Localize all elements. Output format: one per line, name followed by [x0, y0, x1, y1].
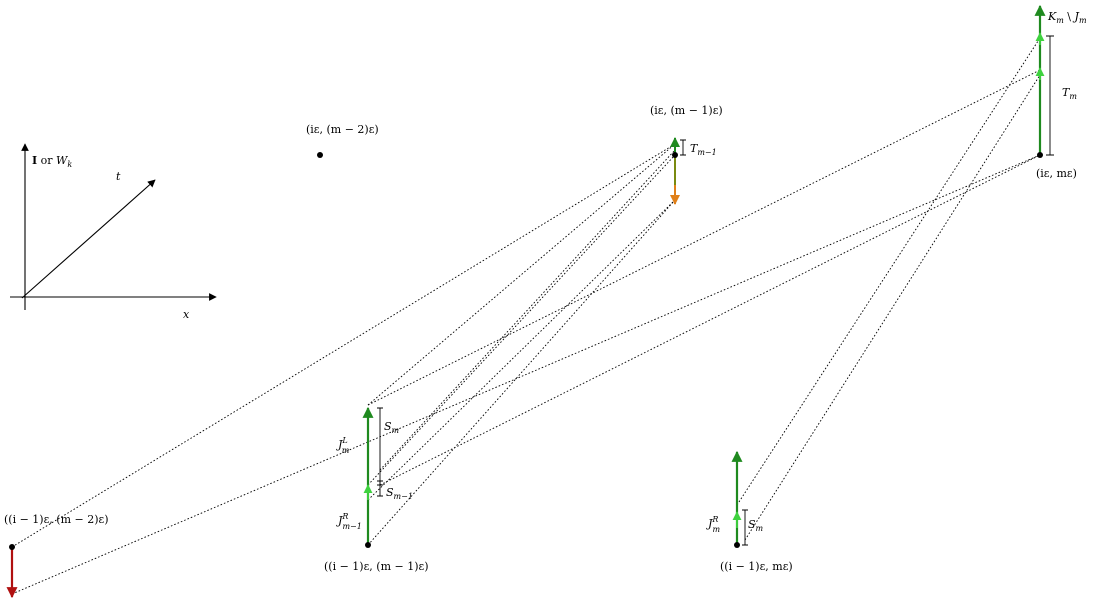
dotted-line: [11, 143, 676, 548]
t-axis-label: t: [116, 170, 121, 183]
bracket-T-m: [1046, 35, 1054, 156]
bracket-S-m-minus-1: [377, 480, 383, 497]
label-bottom-left: ((i − 1)ε, (m − 2)ε): [4, 513, 109, 526]
label-bottom-right: ((i − 1)ε, mε): [720, 560, 793, 573]
label-T-m: Tm: [1062, 86, 1077, 101]
label-K-m-minus-J-m: Km \ Jm: [1047, 10, 1087, 25]
bracket-S-m-left: [377, 407, 383, 486]
top-right-group: Tm Km \ Jm (iε, mε): [1034, 4, 1087, 180]
label-top-left: (iε, (m − 2)ε): [306, 123, 379, 136]
bracket-S-m-right: [742, 509, 748, 546]
label-T-m-minus-1: Tm−1: [690, 142, 717, 157]
dotted-lines: [11, 37, 1041, 595]
point-bottom-mid: [365, 542, 371, 548]
dotted-line: [379, 149, 676, 471]
point-top-mid: [672, 152, 678, 158]
t-axis-arrow: [21, 179, 156, 299]
dotted-line: [379, 154, 1041, 486]
label-S-m-left: Sm: [384, 420, 400, 435]
dotted-line: [736, 37, 1041, 506]
label-S-m-minus-1: Sm−1: [386, 486, 413, 501]
label-S-m-right: Sm: [748, 518, 764, 533]
axes-group: I or Wk t x: [10, 143, 217, 321]
label-bottom-mid: ((i − 1)ε, (m − 1)ε): [324, 560, 429, 573]
point-bottom-right: [734, 542, 740, 548]
point-bottom-left: [9, 544, 15, 550]
dotted-line: [367, 143, 676, 406]
dotted-line: [11, 154, 1041, 595]
bracket-T-m-minus-1: [680, 139, 686, 156]
label-top-right: (iε, mε): [1036, 167, 1077, 180]
dotted-line: [744, 74, 1041, 541]
top-mid-group: Tm−1 (iε, (m − 1)ε): [650, 104, 723, 205]
dotted-line: [367, 199, 676, 546]
dotted-line: [367, 154, 676, 486]
point-top-right: [1037, 152, 1043, 158]
dotted-line: [367, 69, 1041, 406]
dotted-line: [367, 199, 676, 501]
x-axis-label: x: [183, 308, 190, 321]
label-top-mid: (iε, (m − 1)ε): [650, 104, 723, 117]
bottom-left-group: ((i − 1)ε, (m − 2)ε): [4, 513, 109, 599]
vertical-axis-label: I or Wk: [32, 154, 72, 169]
point-top-left: [317, 152, 323, 158]
